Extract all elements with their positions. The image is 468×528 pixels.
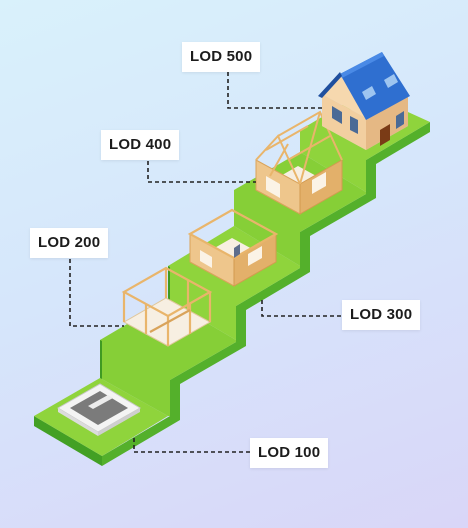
framed-house-lod400: [255, 110, 343, 215]
timber-walls-lod300: [187, 208, 279, 287]
leader-lod400: [147, 161, 256, 183]
label-lod400: LOD 400: [101, 130, 180, 160]
foundation-model: [57, 383, 141, 436]
leader-lines: [69, 72, 342, 453]
label-lod300: LOD 300: [342, 300, 421, 330]
finished-house-lod500: [318, 52, 410, 150]
label-lod200: LOD 200: [30, 228, 109, 258]
leader-lod300: [261, 300, 342, 317]
leader-lod200: [69, 259, 124, 327]
leader-lod500: [227, 72, 322, 109]
stair-front-face: [34, 416, 102, 466]
stair-riser-face: [102, 122, 430, 466]
timber-frame-lod200: [121, 266, 213, 347]
label-lod500: LOD 500: [182, 42, 261, 72]
stair-step-1: [100, 300, 236, 416]
leader-lod100: [133, 438, 250, 453]
label-lod100: LOD 100: [250, 438, 329, 468]
